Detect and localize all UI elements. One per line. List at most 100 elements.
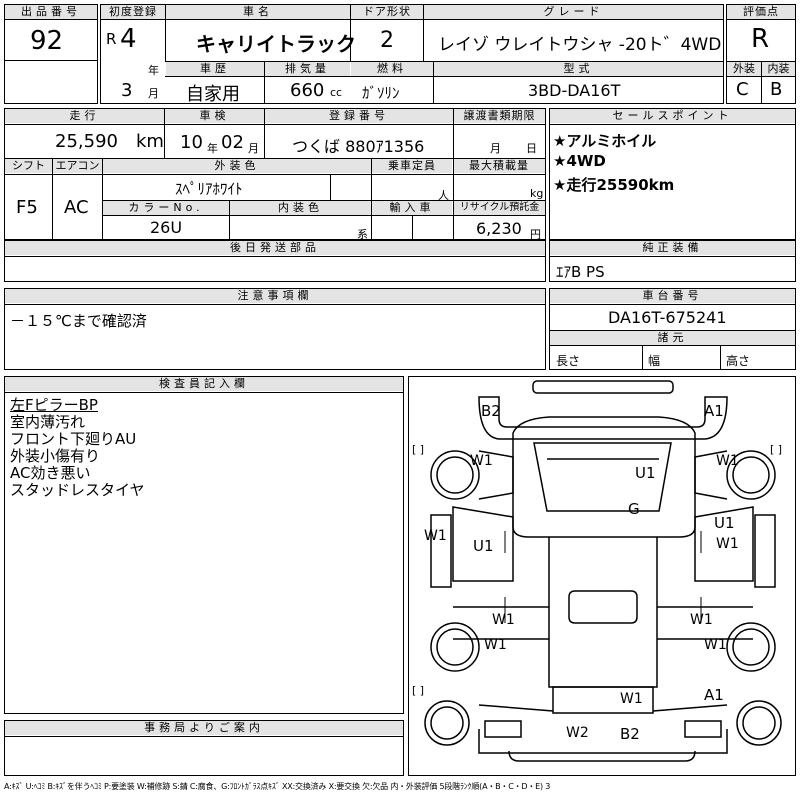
history: 自家用	[186, 84, 240, 105]
exterior-color: ｽﾍﾟﾘｱﾎﾜｲﾄ	[175, 180, 243, 198]
office-label: 事務局よりご案内	[5, 721, 403, 735]
mileage-unit: km	[136, 131, 164, 152]
grade: レイゾ ウレイトウシャ -20ト゛4WD	[438, 35, 722, 55]
dim-height: 高さ	[726, 354, 751, 368]
inspector-note-3: フロント下廻りAU	[10, 430, 137, 448]
mark-u1-right: U1	[714, 514, 735, 532]
main-info-box	[100, 4, 724, 104]
color-label: 外装色	[103, 159, 371, 173]
lot-label: 出品番号	[5, 5, 97, 19]
office-box	[4, 720, 404, 776]
mark-u1-cabin: U1	[635, 464, 656, 482]
recycle-amount: 6,230	[476, 219, 522, 238]
equipment-box	[549, 240, 796, 282]
mark-bracket-left-top: [ ]	[412, 443, 425, 456]
ext-grade: C	[736, 79, 749, 100]
sales-point-label: セールスポイント	[550, 109, 795, 123]
truck-diagram	[424, 380, 782, 762]
capacity-unit: 人	[438, 189, 449, 202]
chassis-number: DA16T-675241	[608, 308, 727, 327]
sales-point-2: ★4WD	[553, 152, 606, 170]
mark-w1-fl-wheel: W1	[470, 453, 493, 469]
dim-length: 長さ	[556, 354, 581, 368]
equipment-value: ｴｱB PS	[556, 263, 605, 281]
caution-label: 注意事項欄	[5, 289, 545, 303]
fuel-label: 燃料	[351, 62, 433, 76]
car-name: キャリイトラック	[196, 32, 356, 56]
model-label: 型式	[434, 62, 723, 76]
chassis-label: 車台番号	[550, 289, 795, 303]
fuel: ｶﾞｿﾘﾝ	[362, 84, 400, 102]
displacement: 660	[290, 80, 325, 101]
inspection-month: 02	[221, 132, 244, 153]
sales-point-box	[549, 108, 796, 240]
shift-label: シフト	[5, 159, 52, 173]
displacement-unit: cc	[330, 86, 343, 99]
lot-box	[4, 4, 98, 104]
mark-a1-top: A1	[704, 402, 724, 420]
load-unit: kg	[530, 187, 544, 200]
mileage-label: 走行	[5, 109, 164, 123]
load-label: 最大積載量	[453, 159, 545, 173]
plate-number: つくば 880ｱ1356	[292, 137, 425, 156]
inspection-year: 10	[180, 132, 203, 153]
reg-year: 4	[120, 24, 137, 54]
mark-w1-fr-wheel: W1	[716, 453, 739, 469]
inspector-label: 検査員記入欄	[5, 377, 403, 391]
shift: F5	[16, 197, 38, 218]
mark-bracket-right-top: [ ]	[770, 443, 783, 456]
inspection-label: 車検	[165, 109, 264, 123]
mark-w1-rl-wheel: W1	[484, 637, 507, 653]
door-label: ドア形状	[351, 5, 423, 19]
mark-w1-left-side: W1	[424, 528, 447, 544]
car-name-label: 車名	[166, 5, 350, 19]
chassis-box	[549, 288, 796, 370]
score-label: 評価点	[727, 5, 795, 19]
int-label: 内装	[762, 62, 795, 76]
inspector-note-5: AC効き悪い	[10, 464, 91, 482]
recycle-unit: 円	[530, 228, 541, 241]
mark-w1-mid-left: W1	[492, 612, 515, 628]
mark-u1-left: U1	[473, 537, 494, 555]
door-type: 2	[380, 28, 394, 53]
color-no-label: カラーNo.	[103, 201, 229, 215]
reg-year-unit: 年	[148, 64, 159, 77]
transfer-day: 日	[526, 142, 537, 155]
inspection-year-unit: 年	[207, 142, 218, 155]
mark-w1-rear-bed: W1	[620, 691, 643, 707]
caution-value: －１５℃まで確認済	[10, 312, 147, 330]
mark-g-glass: G	[628, 500, 640, 518]
mark-a1-rear-right: A1	[704, 686, 724, 704]
ext-label: 外装	[727, 62, 761, 76]
first-reg-label: 初度登録	[101, 5, 165, 19]
reg-month: 3	[121, 80, 133, 101]
transfer-label: 譲渡書類期限	[454, 109, 545, 123]
recycle-label: リサイクル預託金	[454, 201, 545, 215]
later-parts-label: 後日発送部品	[5, 241, 545, 255]
legend: A:ｷｽﾞ U:ﾍｺﾐ B:ｷｽﾞを伴うﾍｺﾐ P:要塗装 W:補修跡 S:錆 …	[4, 782, 551, 791]
mark-w1-mid-right: W1	[690, 612, 713, 628]
inspector-note-2: 室内薄汚れ	[10, 413, 86, 431]
mark-b2-top: B2	[481, 402, 501, 420]
interior-label: 内装色	[230, 201, 371, 215]
lot-number: 92	[30, 26, 64, 56]
damage-diagram-box	[408, 376, 796, 776]
dim-width: 幅	[648, 354, 661, 368]
capacity-label: 乗車定員	[372, 159, 452, 173]
inspector-note-6: スタッドレスタイヤ	[10, 481, 145, 499]
ac-label: エアコン	[53, 159, 102, 173]
plate-label: 登録番号	[265, 109, 453, 123]
dimensions-label: 諸元	[550, 331, 795, 345]
ac: AC	[64, 197, 89, 218]
mileage: 25,590	[55, 131, 118, 152]
score: R	[751, 24, 770, 54]
history-label: 車歴	[166, 62, 264, 76]
interior-unit: 系	[357, 228, 368, 241]
later-parts-box	[4, 240, 546, 282]
displacement-label: 排気量	[265, 62, 350, 76]
inspector-note-1: 左FピラーBP	[10, 396, 98, 414]
model: 3BD-DA16T	[528, 81, 621, 100]
color-number: 26U	[150, 218, 183, 237]
mark-w1-right-door: W1	[716, 536, 739, 552]
transfer-month: 月	[490, 142, 501, 155]
